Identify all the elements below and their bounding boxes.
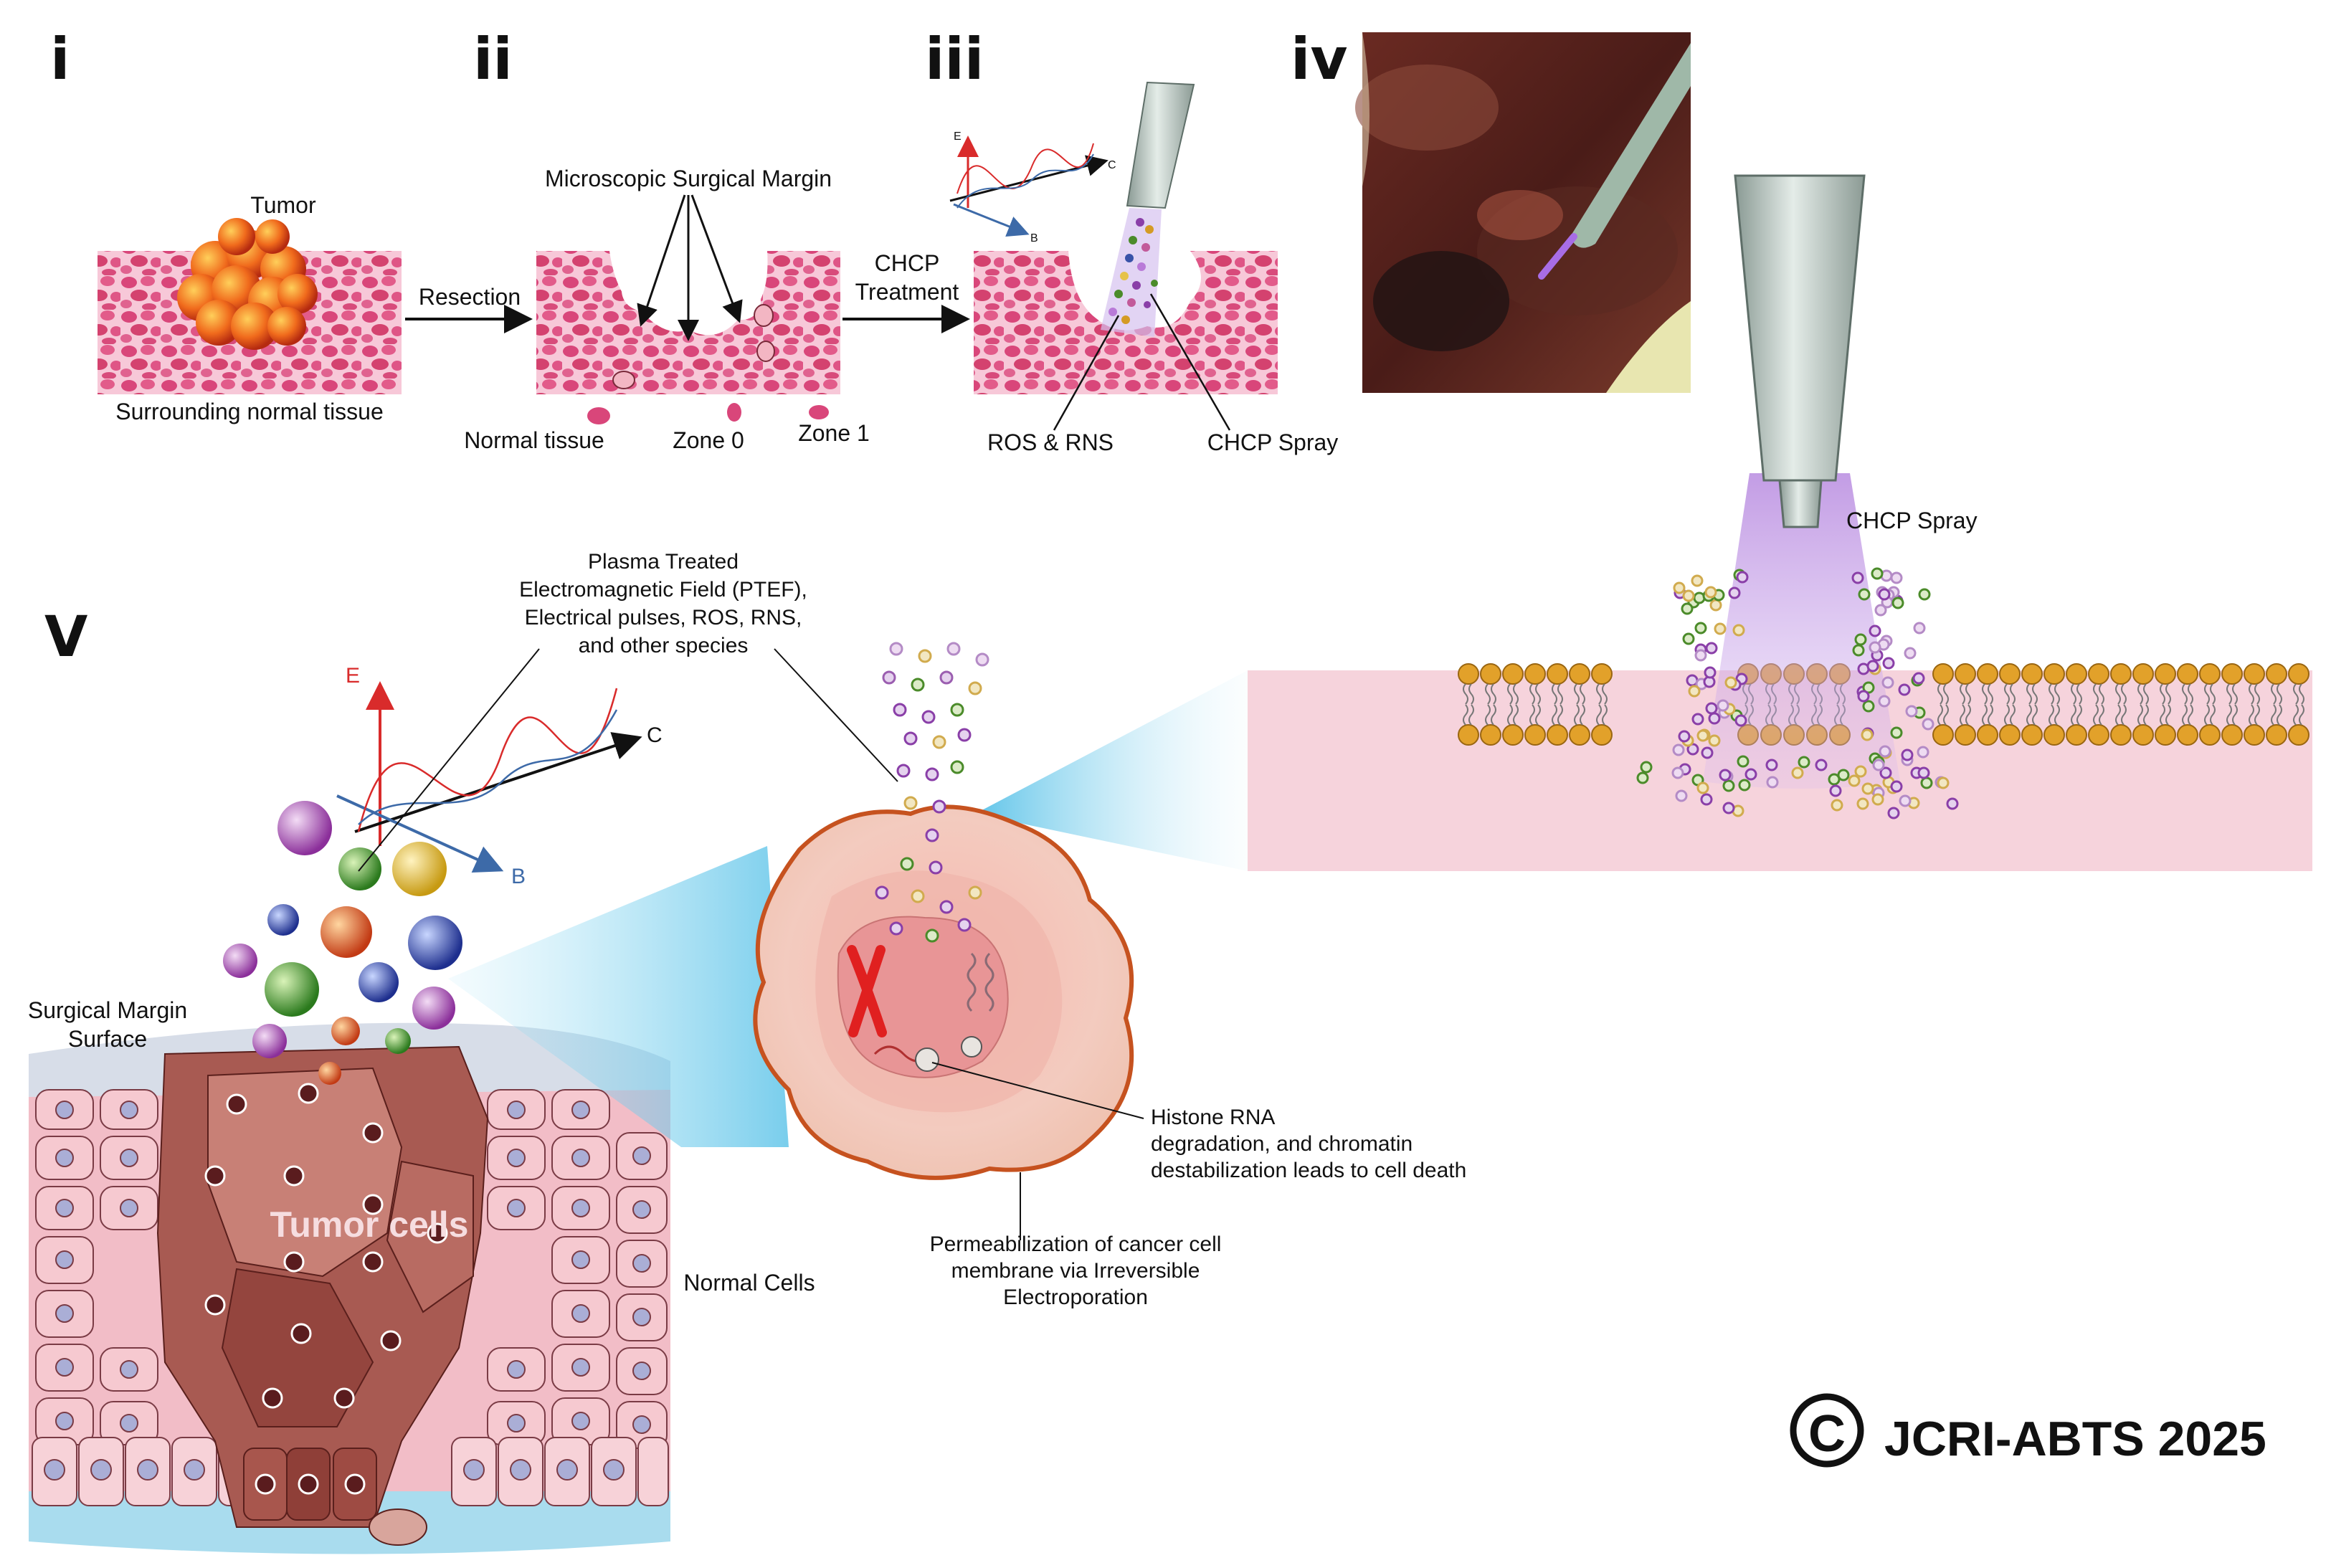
large-nozzle [1734,174,1866,482]
tumor-cell-region [156,1045,489,1546]
axis-b-small: B [1030,232,1038,244]
small-spray-particles [1108,218,1158,324]
margin-surface-label-1: Surgical Margin [28,997,187,1023]
normal-cells-label: Normal Cells [683,1270,815,1296]
histone-line-2: degradation, and chromatin [1151,1132,1413,1156]
panel-iii: E C B ROS & RNS CHCP Spray [949,81,1339,455]
large-spray-particles [1636,567,1959,819]
tumor-cells-label: Tumor cells [270,1204,469,1245]
chromosome [847,945,887,1037]
axis-e-large: E [346,664,360,688]
axis-c-large: C [647,723,663,747]
axis-e-small: E [954,130,962,143]
margin-surface-label-2: Surface [68,1026,147,1052]
resection-label: Resection [419,284,521,310]
photo-probe [1570,43,1691,248]
panel-i: Tumor Surrounding normal tissue [98,192,402,424]
axis-c-small: C [1108,159,1116,171]
copyright-notice: C JCRI-ABTS 2025 [1790,1393,2266,1468]
histone-line-1: Histone RNA [1151,1106,1275,1129]
panel-label-v: V [44,605,87,670]
tumor-cluster [177,218,318,350]
large-spray-plume [1703,473,1900,789]
ptef-line-3: Electrical pulses, ROS, RNS, [525,606,802,629]
membrane-closeup: CHCP Spray [1248,174,2312,871]
normal-tissue-swatch [587,407,610,424]
reactive-species-spheres [223,801,462,1085]
ptef-label: Plasma Treated Electromagnetic Field (PT… [358,550,898,872]
axis-b-large: B [511,865,526,888]
histone-line-3: destabilization leads to cell death [1151,1159,1466,1182]
panel-label-i: i [50,26,70,92]
treatment-label-1: CHCP [875,250,940,276]
panel-label-ii: ii [473,26,513,92]
ptef-line-1: Plasma Treated [588,550,739,574]
legend-normal-tissue: Normal tissue [464,427,604,453]
permeabilization-line-2: membrane via Irreversible [951,1259,1200,1283]
tumor-label: Tumor [250,192,316,218]
em-axes-small: E C B [949,130,1116,244]
surrounding-tissue-label: Surrounding normal tissue [115,399,384,424]
copyright-circle [1790,1393,1864,1468]
panel-ii: Microscopic Surgical Margin Normal tissu… [464,166,870,453]
cancer-cell [753,804,1144,1240]
em-axes-large: E C B [336,664,663,888]
copyright-text: JCRI-ABTS 2025 [1884,1412,2266,1466]
zoom-wedge-tissue [448,846,789,1147]
legend-zone-0: Zone 0 [673,427,744,453]
chcp-spray-large-label: CHCP Spray [1846,508,1978,533]
panel-v-tissue: Tumor cells Normal Cells Surgical Margin… [28,997,815,1554]
panel-label-iv: iv [1291,26,1348,92]
tumor-nuclei [204,1083,448,1495]
copyright-symbol: C [1808,1405,1846,1463]
panel-label-iii: iii [925,26,984,92]
legend-zone-1: Zone 1 [798,420,870,446]
ros-rns-label: ROS & RNS [987,429,1114,455]
chcp-spray-small-label: CHCP Spray [1207,429,1339,455]
treatment-label-2: Treatment [855,279,959,305]
zone-0-swatch [727,403,741,422]
ptef-line-2: Electromagnetic Field (PTEF), [519,578,807,602]
margin-label: Microscopic Surgical Margin [545,166,832,191]
zoom-wedge-membrane [975,670,1248,871]
permeabilization-line-3: Electroporation [1003,1286,1148,1309]
panel-iv-photo [1355,32,1691,393]
zone-1-swatch [809,405,829,419]
small-nozzle [1126,81,1195,209]
particle-stream [875,642,989,943]
permeabilization-line-1: Permeabilization of cancer cell [930,1232,1222,1256]
ptef-line-4: and other species [579,634,749,657]
